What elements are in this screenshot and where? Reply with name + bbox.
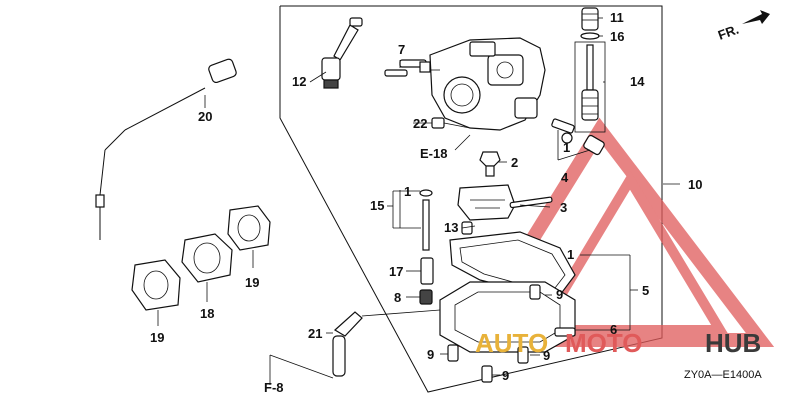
ref-e18: E-18 — [420, 146, 447, 161]
insulator-18 — [181, 233, 233, 283]
jet-needle — [399, 189, 433, 251]
adjust-screw — [551, 118, 605, 161]
callout-1a: 1 — [563, 140, 570, 155]
insulator-19-bottom — [131, 259, 181, 311]
callout-12: 12 — [292, 74, 306, 89]
callout-9d: 9 — [502, 368, 509, 383]
callout-1c: 1 — [567, 247, 574, 262]
drain-tube — [332, 309, 441, 377]
callout-22: 22 — [413, 116, 427, 131]
callout-2: 2 — [511, 155, 518, 170]
needle-valve-assembly — [574, 7, 606, 133]
callout-21: 21 — [308, 326, 322, 341]
callout-5: 5 — [642, 283, 649, 298]
leader-lines — [157, 17, 680, 379]
callout-17: 17 — [389, 264, 403, 279]
throttle-cable — [95, 58, 237, 240]
watermark-text: AUTO MOTO HUB — [475, 328, 761, 358]
callout-20: 20 — [198, 109, 212, 124]
diagram-code: ZY0A—E1400A — [684, 369, 762, 381]
watermark-hub: HUB — [705, 328, 761, 358]
callout-9c: 9 — [543, 348, 550, 363]
float — [457, 184, 553, 221]
callout-7: 7 — [398, 42, 405, 57]
direction-arrow-icon — [742, 10, 770, 24]
float-bowl — [439, 281, 576, 353]
bolts-9 — [447, 344, 529, 383]
watermark-auto: AUTO — [475, 328, 548, 358]
callout-3: 3 — [560, 200, 567, 215]
screw-parts — [384, 59, 431, 77]
callout-11: 11 — [610, 10, 624, 25]
bolt-2 — [479, 151, 501, 177]
callout-19b: 19 — [150, 330, 164, 345]
carburetor-body — [429, 37, 546, 131]
callout-1b: 1 — [404, 184, 411, 199]
assembly-frame — [279, 5, 663, 393]
callout-4: 4 — [561, 170, 569, 185]
callout-6: 6 — [610, 322, 617, 337]
main-jet — [419, 257, 434, 305]
callout-9b: 9 — [427, 347, 434, 362]
hose-fitting — [321, 17, 363, 89]
direction-label: FR. — [716, 22, 741, 43]
callout-14: 14 — [630, 74, 645, 89]
callout-13: 13 — [444, 220, 458, 235]
callout-19a: 19 — [245, 275, 259, 290]
ref-f8: F-8 — [264, 380, 284, 395]
watermark-moto: MOTO — [565, 328, 643, 358]
insulator-19-top — [227, 205, 271, 251]
callouts: 11 16 14 7 12 22 1 4 2 10 1 15 3 13 1 17… — [150, 10, 702, 383]
callout-18: 18 — [200, 306, 214, 321]
direction-indicator: FR. — [716, 10, 770, 43]
callout-9a: 9 — [556, 287, 563, 302]
callout-16: 16 — [610, 29, 624, 44]
callout-10: 10 — [688, 177, 702, 192]
callout-8: 8 — [394, 290, 401, 305]
callout-15: 15 — [370, 198, 384, 213]
